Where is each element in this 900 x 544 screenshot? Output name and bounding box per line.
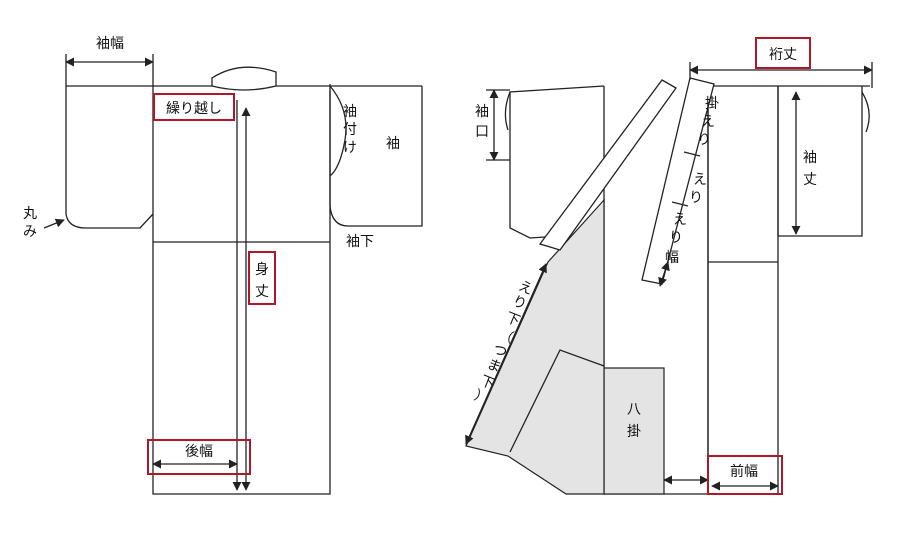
label-eri-1: え (693, 172, 707, 188)
label-sode-take-1: 袖 (803, 150, 817, 166)
left-sleeve-outline (65, 86, 154, 229)
label-eri-shita-7: 下 (478, 373, 497, 393)
label-kuri-koshi: 繰り越し (166, 101, 222, 117)
label-kake-eri-1: 掛 (705, 96, 719, 112)
front-left-sleeve (509, 85, 605, 239)
front-view: 裄丈 袖 口 袖 丈 掛 え り え り え り 幅 え り 下 （ つ ま 下… (465, 37, 873, 495)
label-eri-shita-1: え (516, 278, 535, 298)
front-body-panel (707, 86, 779, 495)
eri-shita-lining (465, 198, 605, 495)
eri-haba-arrow (658, 261, 670, 287)
hakkake-panel (603, 367, 665, 495)
label-eri-haba-3: 幅 (665, 250, 679, 266)
label-sode: 袖 (386, 136, 400, 152)
label-sode-haba: 袖幅 (96, 36, 124, 52)
kake-eri-divider-2 (671, 201, 689, 207)
label-mi-take-1: 身 (255, 262, 269, 278)
collar-shape (211, 66, 277, 91)
sleeve-attach-arc (329, 85, 347, 177)
label-ushiro-haba: 後幅 (185, 444, 213, 460)
label-sode-guchi-2: 口 (475, 124, 489, 140)
highlight-ushiro-haba (147, 439, 251, 475)
label-eri-shita-3: 下 (503, 310, 522, 330)
highlight-mi-take (248, 251, 276, 305)
collar-outer (538, 79, 677, 251)
label-sode-shita: 袖下 (346, 234, 374, 250)
back-view: 袖幅 繰り越し 袖 付 け 袖 丸 み 袖下 身 丈 後幅 (23, 36, 423, 495)
label-sode-guchi-1: 袖 (475, 104, 489, 120)
label-eri-shita-5: つ (491, 341, 510, 361)
label-eri-2: り (689, 190, 703, 206)
label-eri-haba-2: り (669, 230, 683, 246)
label-eri-shita-6: ま (485, 356, 504, 376)
label-eri-shita: え り 下 （ つ ま 下 ） (472, 278, 535, 407)
label-sode-tsuke-1: 袖 (343, 104, 357, 120)
label-eri-shita-4: （ (497, 326, 516, 346)
label-hakkake-2: 掛 (627, 424, 641, 440)
label-kake-eri-3: り (697, 132, 711, 148)
label-mae-haba: 前幅 (730, 463, 758, 480)
label-mi-take-2: 丈 (255, 284, 269, 300)
front-left-sleeve-opening (504, 91, 511, 131)
front-right-sleeve-opening (861, 91, 870, 133)
label-yuki-take: 裄丈 (769, 47, 797, 63)
right-sleeve-outline (329, 86, 423, 227)
maru-mi-pointer (43, 218, 65, 229)
highlight-yuki-take (755, 37, 811, 69)
highlight-kuri-koshi (153, 93, 235, 121)
label-kake-eri-2: え (701, 114, 715, 130)
label-sode-tsuke-2: 付 (343, 122, 357, 138)
eri-shita-arrow (465, 263, 547, 445)
highlight-mae-haba (707, 455, 783, 495)
label-eri-shita-2: り (510, 293, 529, 313)
label-maru-mi-1: 丸 (23, 206, 37, 222)
label-maru-mi-2: み (23, 224, 37, 240)
label-eri-haba-1: え (673, 212, 687, 228)
label-sode-tsuke-3: け (343, 140, 357, 156)
back-body-outline (152, 84, 331, 495)
label-sode-take-2: 丈 (803, 172, 817, 188)
label-hakkake-1: 八 (627, 402, 641, 418)
front-right-sleeve (777, 86, 863, 237)
label-eri-shita-8: ） (472, 388, 491, 408)
kake-eri-divider-1 (683, 151, 701, 157)
